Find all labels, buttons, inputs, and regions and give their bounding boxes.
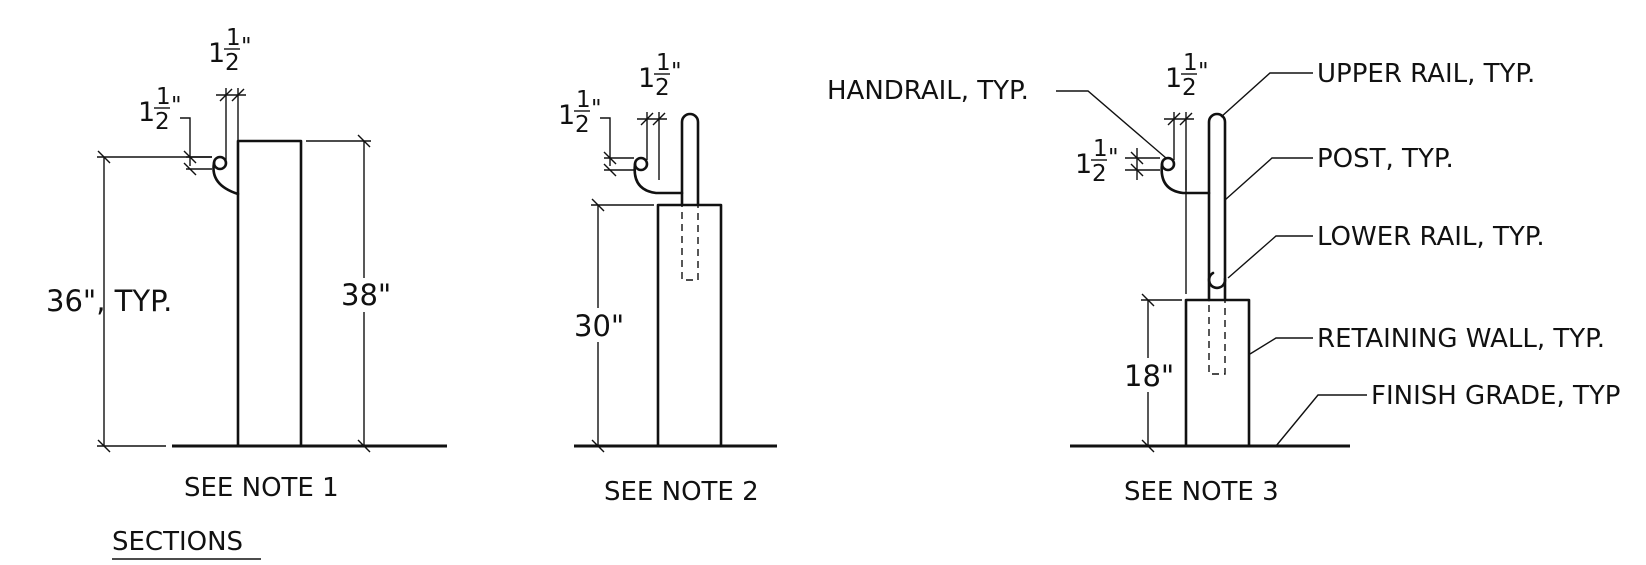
svg-text:2: 2 bbox=[1092, 161, 1107, 187]
svg-text:": " bbox=[1198, 59, 1209, 85]
handrail-leader bbox=[1056, 90, 1167, 159]
tick-mark bbox=[97, 150, 111, 164]
lower-rail-leader bbox=[1227, 235, 1313, 279]
embedded-post bbox=[681, 204, 699, 281]
tick-mark bbox=[1141, 293, 1155, 307]
finish-grade-leader bbox=[1275, 394, 1367, 447]
upper-rail-leader bbox=[1220, 72, 1313, 118]
callout-post: POST, TYP. bbox=[1317, 144, 1454, 174]
svg-text:1: 1 bbox=[1165, 63, 1182, 94]
embedded-post bbox=[1208, 299, 1226, 375]
tick-mark bbox=[591, 439, 605, 453]
post bbox=[680, 112, 700, 207]
tick-mark bbox=[1167, 112, 1181, 126]
handrail-bracket bbox=[633, 162, 684, 195]
leader-line bbox=[600, 117, 611, 166]
handrail-bracket bbox=[212, 161, 240, 196]
vertical-offset-dimension: 1 1 2 " bbox=[1075, 136, 1119, 187]
section-note-label: SEE NOTE 1 bbox=[184, 473, 339, 503]
tick-mark bbox=[640, 112, 654, 126]
sections-title: SECTIONS bbox=[112, 527, 243, 557]
svg-text:1: 1 bbox=[156, 84, 171, 110]
retaining-wall-leader bbox=[1249, 337, 1313, 355]
callout-lower-rail: LOWER RAIL, TYP. bbox=[1317, 222, 1545, 252]
tick-mark bbox=[97, 439, 111, 453]
section-2: 30" 1 1 2 " 1 1 2 " SEE NOTE 2 bbox=[558, 50, 777, 507]
tick-mark bbox=[591, 198, 605, 212]
leader-line bbox=[180, 117, 191, 166]
dimension-wall-height: 38" bbox=[341, 278, 391, 312]
handrail bbox=[633, 156, 649, 172]
dimension-total-height: 36", TYP. bbox=[46, 284, 172, 318]
svg-text:1: 1 bbox=[226, 25, 241, 51]
callout-finish-grade: FINISH GRADE, TYP bbox=[1371, 381, 1620, 411]
svg-text:1: 1 bbox=[638, 63, 655, 94]
tick-mark bbox=[183, 162, 197, 176]
vertical-offset-dimension: 1 1 2 " bbox=[138, 84, 182, 135]
callout-handrail: HANDRAIL, TYP. bbox=[827, 76, 1029, 106]
svg-text:1: 1 bbox=[1075, 149, 1092, 180]
handrail bbox=[1160, 156, 1176, 172]
tick-mark bbox=[231, 88, 245, 102]
vertical-offset-dimension: 1 1 2 " bbox=[558, 87, 602, 138]
svg-text:": " bbox=[241, 34, 252, 60]
svg-text:1: 1 bbox=[1183, 50, 1198, 76]
section-note-label: SEE NOTE 3 bbox=[1124, 477, 1279, 507]
horizontal-offset-dimension: 1 1 2 " bbox=[208, 25, 252, 76]
svg-text:2: 2 bbox=[575, 112, 590, 138]
svg-text:2: 2 bbox=[1182, 75, 1197, 101]
tick-mark bbox=[603, 151, 617, 165]
svg-text:": " bbox=[171, 93, 182, 119]
tick-mark bbox=[1130, 163, 1144, 177]
post bbox=[1207, 112, 1227, 302]
svg-text:2: 2 bbox=[225, 50, 240, 76]
horizontal-offset-dimension: 1 1 2 " bbox=[638, 50, 682, 101]
tick-mark bbox=[357, 134, 371, 148]
svg-text:": " bbox=[671, 59, 682, 85]
horizontal-offset-dimension: 1 1 2 " bbox=[1165, 50, 1209, 101]
svg-text:1: 1 bbox=[558, 100, 575, 131]
section-3: 18" 1 1 2 " 1 1 2 " bbox=[827, 50, 1620, 507]
tick-mark bbox=[652, 112, 666, 126]
lower-rail bbox=[1207, 271, 1227, 290]
handrail-bracket bbox=[1160, 162, 1211, 195]
tick-mark bbox=[357, 439, 371, 453]
tick-mark bbox=[183, 150, 197, 164]
svg-text:": " bbox=[1108, 145, 1119, 171]
handrail bbox=[212, 155, 228, 171]
tick-mark bbox=[603, 163, 617, 177]
section-1: 36", TYP. 38" 1 1 2 " 1 1 2 bbox=[46, 25, 447, 503]
tick-mark bbox=[1141, 439, 1155, 453]
section-note-label: SEE NOTE 2 bbox=[604, 477, 759, 507]
tick-mark bbox=[1130, 151, 1144, 165]
svg-text:1: 1 bbox=[576, 87, 591, 113]
callout-upper-rail: UPPER RAIL, TYP. bbox=[1317, 59, 1535, 89]
tick-mark bbox=[1179, 112, 1193, 126]
svg-text:2: 2 bbox=[655, 75, 670, 101]
tick-mark bbox=[219, 88, 233, 102]
wall bbox=[656, 203, 723, 448]
wall bbox=[236, 139, 303, 448]
dimension-wall-height: 30" bbox=[574, 309, 624, 343]
dimension-wall-height: 18" bbox=[1124, 359, 1174, 393]
callout-retaining-wall: RETAINING WALL, TYP. bbox=[1317, 324, 1605, 354]
svg-text:": " bbox=[591, 96, 602, 122]
post-leader bbox=[1224, 157, 1313, 201]
svg-text:1: 1 bbox=[1093, 136, 1108, 162]
svg-text:1: 1 bbox=[656, 50, 671, 76]
svg-text:1: 1 bbox=[208, 38, 225, 69]
svg-text:1: 1 bbox=[138, 97, 155, 128]
retaining-wall bbox=[1184, 298, 1251, 448]
svg-text:2: 2 bbox=[155, 109, 170, 135]
